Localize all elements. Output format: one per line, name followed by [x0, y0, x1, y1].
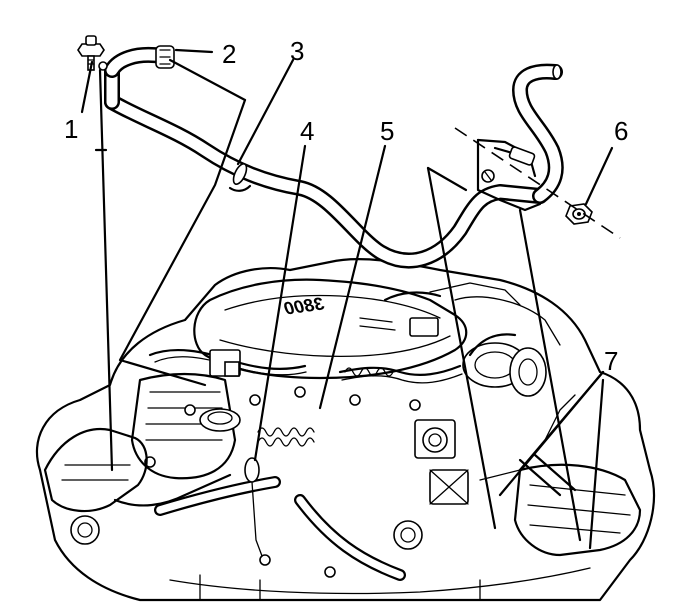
engine-assembly: 3800: [35, 258, 656, 602]
callout-labels: 1 2 3 4 5 6 7: [64, 36, 628, 376]
engine-cover-lettering: 3800: [283, 293, 325, 318]
head-bolts: [144, 386, 421, 578]
callout-7: 7: [604, 346, 618, 376]
engine-cover-logo: 3800: [283, 293, 325, 318]
callout-5: 5: [380, 116, 394, 146]
callout-1: 1: [64, 114, 78, 144]
callout-4: 4: [300, 116, 314, 146]
pipe-bracket: [476, 138, 542, 212]
callout-3: 3: [290, 36, 304, 66]
nut-6: [565, 203, 593, 225]
heater-pipe-assembly: [104, 45, 564, 269]
callout-2: 2: [222, 39, 236, 69]
callout-6: 6: [614, 116, 628, 146]
bolt-1: [77, 35, 108, 71]
leader-lines: [80, 48, 614, 550]
